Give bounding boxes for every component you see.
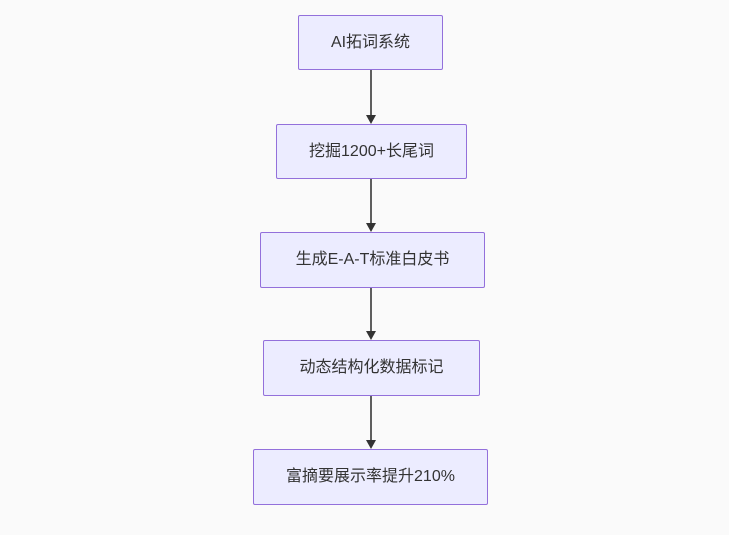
arrow-connector-4	[364, 396, 378, 449]
arrowhead-down-icon	[366, 115, 376, 124]
arrowhead-down-icon	[366, 331, 376, 340]
flow-node-label: 挖掘1200+长尾词	[309, 142, 434, 160]
flow-node-eat-whitepaper: 生成E-A-T标准白皮书	[260, 232, 485, 288]
arrowhead-down-icon	[366, 223, 376, 232]
arrow-connector-1	[364, 70, 378, 124]
arrow-connector-2	[364, 179, 378, 232]
flow-node-ai-word-expansion: AI拓词系统	[298, 15, 443, 70]
flow-node-rich-snippet-rate: 富摘要展示率提升210%	[253, 449, 488, 505]
flow-node-longtail-mining: 挖掘1200+长尾词	[276, 124, 467, 179]
arrow-line	[370, 70, 372, 115]
arrow-line	[370, 179, 372, 223]
flow-node-label: AI拓词系统	[330, 33, 411, 51]
arrow-line	[370, 396, 372, 440]
arrowhead-down-icon	[366, 440, 376, 449]
flow-node-label: 动态结构化数据标记	[299, 359, 444, 376]
flow-node-label: 生成E-A-T标准白皮书	[295, 251, 450, 268]
arrow-line	[370, 288, 372, 331]
flow-node-label: 富摘要展示率提升210%	[286, 468, 455, 485]
flow-node-structured-data-markup: 动态结构化数据标记	[263, 340, 480, 396]
arrow-connector-3	[364, 288, 378, 340]
